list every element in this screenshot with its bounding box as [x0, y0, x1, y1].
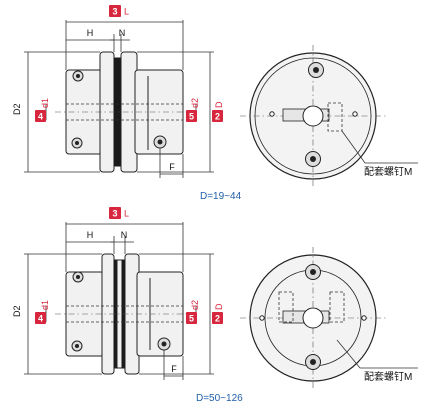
range-label-top: D=19~44 — [200, 191, 242, 202]
label-H-bottom: H — [87, 230, 94, 240]
callout-screw-bottom: 配套螺钉M — [364, 370, 412, 383]
label-D2-bottom: D2 — [12, 305, 22, 317]
badge-L-bottom: 3 L — [109, 207, 129, 219]
svg-text:D: D — [214, 303, 224, 310]
svg-text:d2: d2 — [190, 98, 200, 108]
diagram-top: 3 L H N D2 4 d1 5 d2 2 D F — [12, 5, 418, 202]
svg-text:D: D — [214, 101, 224, 108]
diagram-bottom: 3 L H N D2 4 d1 5 d2 2 D F — [12, 207, 418, 404]
front-view-bottom — [240, 247, 418, 389]
callout-screw-top: 配套螺钉M — [364, 165, 412, 178]
svg-text:4: 4 — [38, 112, 43, 122]
svg-text:2: 2 — [215, 314, 220, 324]
svg-text:d1: d1 — [40, 98, 50, 108]
label-D2-top: D2 — [12, 103, 22, 115]
badge-D-top: 2 D — [212, 101, 224, 122]
badge-d2-bottom: 5 d2 — [186, 300, 200, 324]
label-H-top: H — [87, 28, 94, 38]
svg-text:5: 5 — [189, 112, 194, 122]
svg-text:2: 2 — [215, 112, 220, 122]
label-F-bottom: F — [171, 364, 177, 374]
svg-text:L: L — [124, 7, 129, 17]
badge-D-bottom: 2 D — [212, 303, 224, 324]
svg-text:4: 4 — [38, 314, 43, 324]
side-view-bottom — [24, 222, 214, 380]
svg-text:5: 5 — [189, 314, 194, 324]
badge-L-top: 3 L — [109, 5, 129, 17]
label-F-top: F — [169, 162, 175, 172]
label-N-bottom: N — [121, 230, 128, 240]
svg-text:3: 3 — [112, 7, 117, 17]
svg-text:L: L — [124, 209, 129, 219]
svg-text:3: 3 — [112, 209, 117, 219]
label-N-top: N — [119, 28, 126, 38]
side-view-top — [24, 20, 214, 178]
front-view-top — [240, 45, 418, 187]
badge-d1-bottom: 4 d1 — [35, 300, 50, 324]
range-label-bottom: D=50~126 — [196, 393, 243, 404]
badge-d1-top: 4 d1 — [35, 98, 50, 122]
svg-text:d1: d1 — [40, 300, 50, 310]
svg-text:d2: d2 — [190, 300, 200, 310]
badge-d2-top: 5 d2 — [186, 98, 200, 122]
